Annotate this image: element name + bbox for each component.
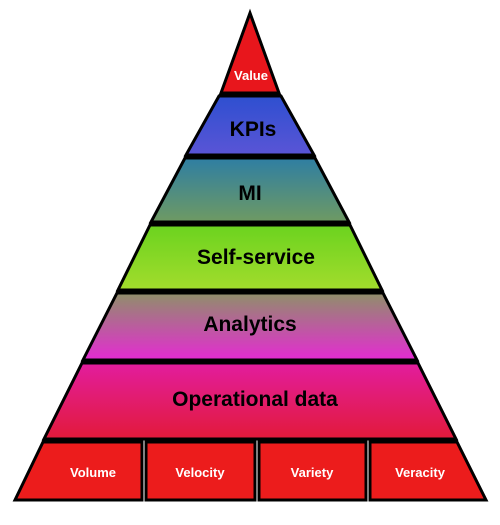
base-cell-volume	[12, 440, 144, 502]
tier-mi-label: MI	[238, 182, 261, 205]
tier-analytics-label: Analytics	[203, 313, 296, 336]
tier-value-shape	[218, 8, 282, 95]
tier-operational-data-label: Operational data	[172, 388, 338, 411]
base-cell-velocity	[144, 440, 257, 502]
tier-kpis-shape	[183, 94, 317, 157]
tier-analytics-shape	[80, 291, 420, 362]
base-velocity-label: Velocity	[175, 465, 225, 480]
base-variety-label: Variety	[291, 465, 334, 480]
tier-operational-data-shape	[41, 361, 459, 441]
tier-value-label: Value	[234, 68, 268, 83]
tier-kpis-label: KPIs	[230, 118, 277, 141]
base-veracity-label: Veracity	[395, 465, 446, 480]
tier-self-service-label: Self-service	[197, 246, 315, 269]
base-cell-veracity	[368, 440, 489, 502]
base-cell-variety	[257, 440, 368, 502]
tier-self-service-shape	[115, 223, 385, 292]
base-volume-label: Volume	[70, 465, 116, 480]
tier-mi-shape	[148, 156, 352, 224]
